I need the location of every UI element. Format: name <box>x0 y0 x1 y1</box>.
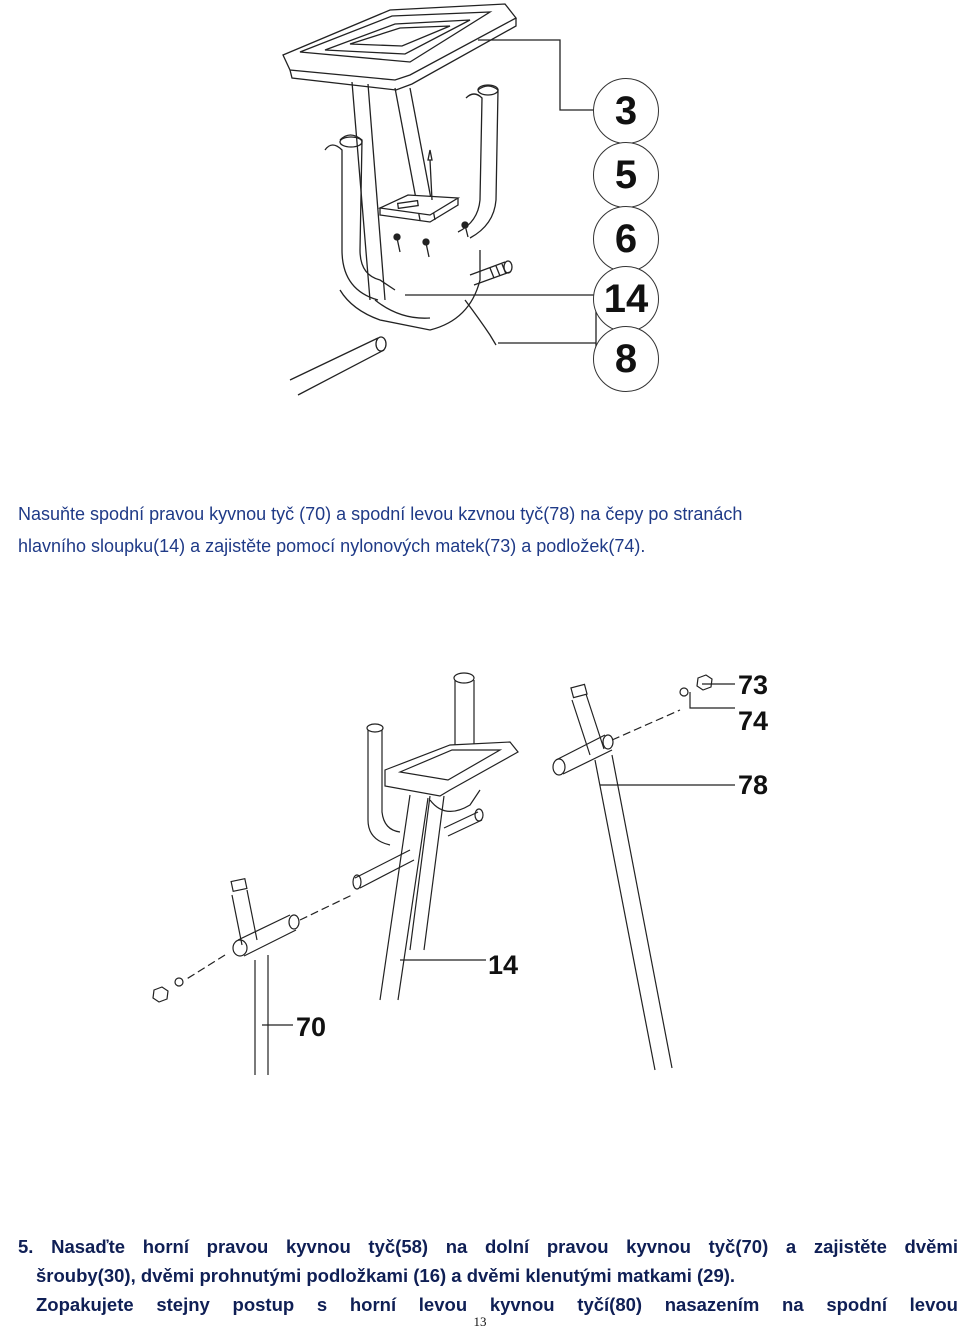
part-label-70: 70 <box>296 1012 327 1042</box>
instruction-step-5: 5. Nasaďte horní pravou kyvnou tyč(58) n… <box>18 1232 958 1319</box>
instruction-5-line-2: šrouby(30), dvěmi prohnutými podložkami … <box>36 1265 736 1286</box>
part-label-6: 6 <box>593 206 659 272</box>
part-label-14: 14 <box>593 266 659 332</box>
part-label-74: 74 <box>738 706 769 736</box>
part-label-14: 14 <box>488 950 519 980</box>
part-label-8: 8 <box>593 326 659 392</box>
instruction-step-4: Nasuňte spodní pravou kyvnou tyč (70) a … <box>18 498 958 562</box>
instruction-4-line-2: hlavního sloupku(14) a zajistěte pomocí … <box>18 536 646 556</box>
part-label-3: 3 <box>593 78 659 144</box>
part-label-73: 73 <box>738 670 769 700</box>
figure-console-assembly <box>282 3 597 396</box>
part-label-78: 78 <box>738 770 769 800</box>
part-label-5: 5 <box>593 142 659 208</box>
instruction-4-line-1: Nasuňte spodní pravou kyvnou tyč (70) a … <box>18 504 743 524</box>
page-number: 13 <box>473 1314 487 1329</box>
instruction-5-line-1: 5. Nasaďte horní pravou kyvnou tyč(58) n… <box>18 1236 958 1257</box>
instruction-5-line-3: Zopakujete stejny postup s horní levou k… <box>36 1294 958 1315</box>
